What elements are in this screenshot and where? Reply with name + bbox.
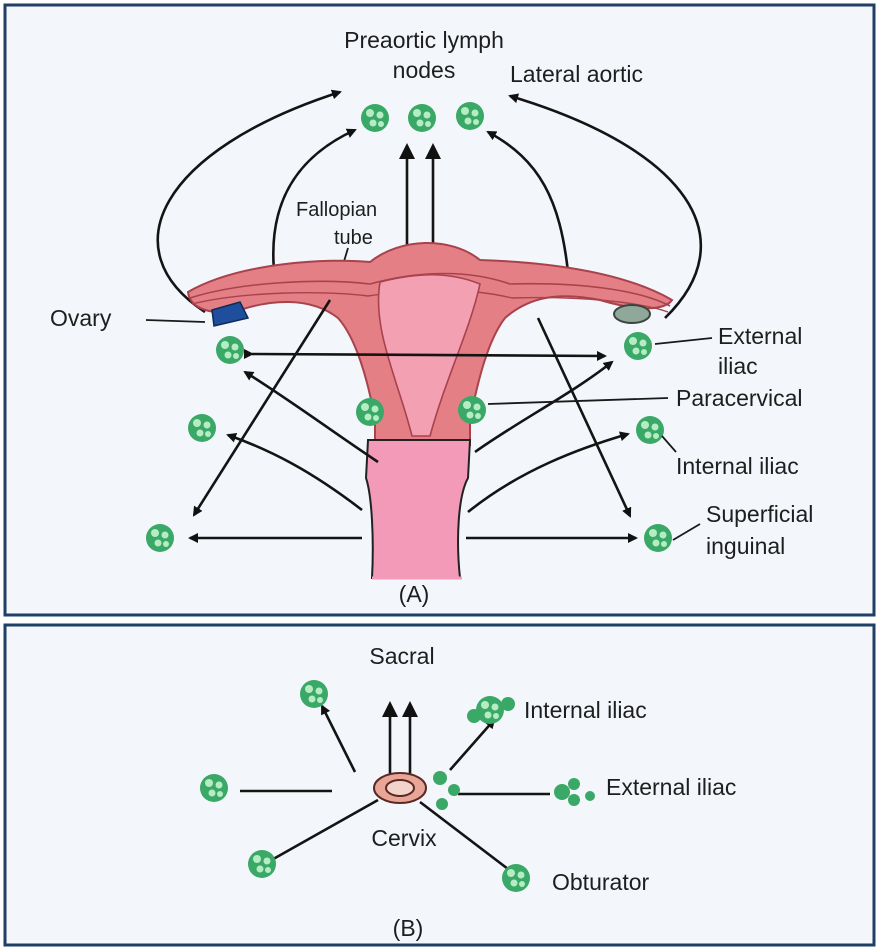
node-preaortic-1	[361, 104, 389, 132]
label-superficial: Superficial	[706, 501, 813, 527]
node-external-left	[216, 336, 244, 364]
label-sacral: Sacral	[369, 643, 434, 669]
node-b-internal-iliac	[476, 696, 504, 724]
node-internal-right	[636, 416, 664, 444]
label-internal-iliac: Internal iliac	[676, 453, 799, 479]
label-fallopian-2: tube	[334, 227, 373, 249]
ovary-right	[614, 305, 650, 323]
caption-a: (A)	[399, 581, 430, 607]
caption-b: (B)	[393, 915, 424, 941]
node-preaortic-2	[408, 104, 436, 132]
label-preaortic-2: nodes	[393, 57, 456, 83]
label-b-internal-iliac: Internal iliac	[524, 697, 647, 723]
label-b-cervix: Cervix	[371, 825, 437, 851]
panel-b-frame	[5, 625, 874, 945]
node-b-upper-left	[300, 680, 328, 708]
node-superficial-left	[146, 524, 174, 552]
label-lateral-aortic: Lateral aortic	[510, 61, 643, 87]
label-fallopian: Fallopian	[296, 199, 377, 221]
label-external-iliac: External	[718, 323, 802, 349]
label-b-obturator: Obturator	[552, 869, 649, 895]
node-b-lower-left	[248, 850, 276, 878]
cervix-ring	[374, 773, 426, 803]
label-ovary: Ovary	[50, 305, 112, 331]
label-superficial-2: inguinal	[706, 533, 785, 559]
label-paracervical: Paracervical	[676, 385, 803, 411]
node-external-right	[624, 332, 652, 360]
label-b-external-iliac: External iliac	[606, 774, 736, 800]
node-b-left	[200, 774, 228, 802]
node-preaortic-3	[456, 102, 484, 130]
node-paracervical-left	[356, 398, 384, 426]
label-preaortic: Preaortic lymph	[344, 27, 504, 53]
node-superficial-right	[644, 524, 672, 552]
node-paracervical-right	[458, 396, 486, 424]
label-external-iliac-2: iliac	[718, 353, 758, 379]
node-b-obturator	[502, 864, 530, 892]
node-internal-left	[188, 414, 216, 442]
vagina	[366, 440, 470, 578]
